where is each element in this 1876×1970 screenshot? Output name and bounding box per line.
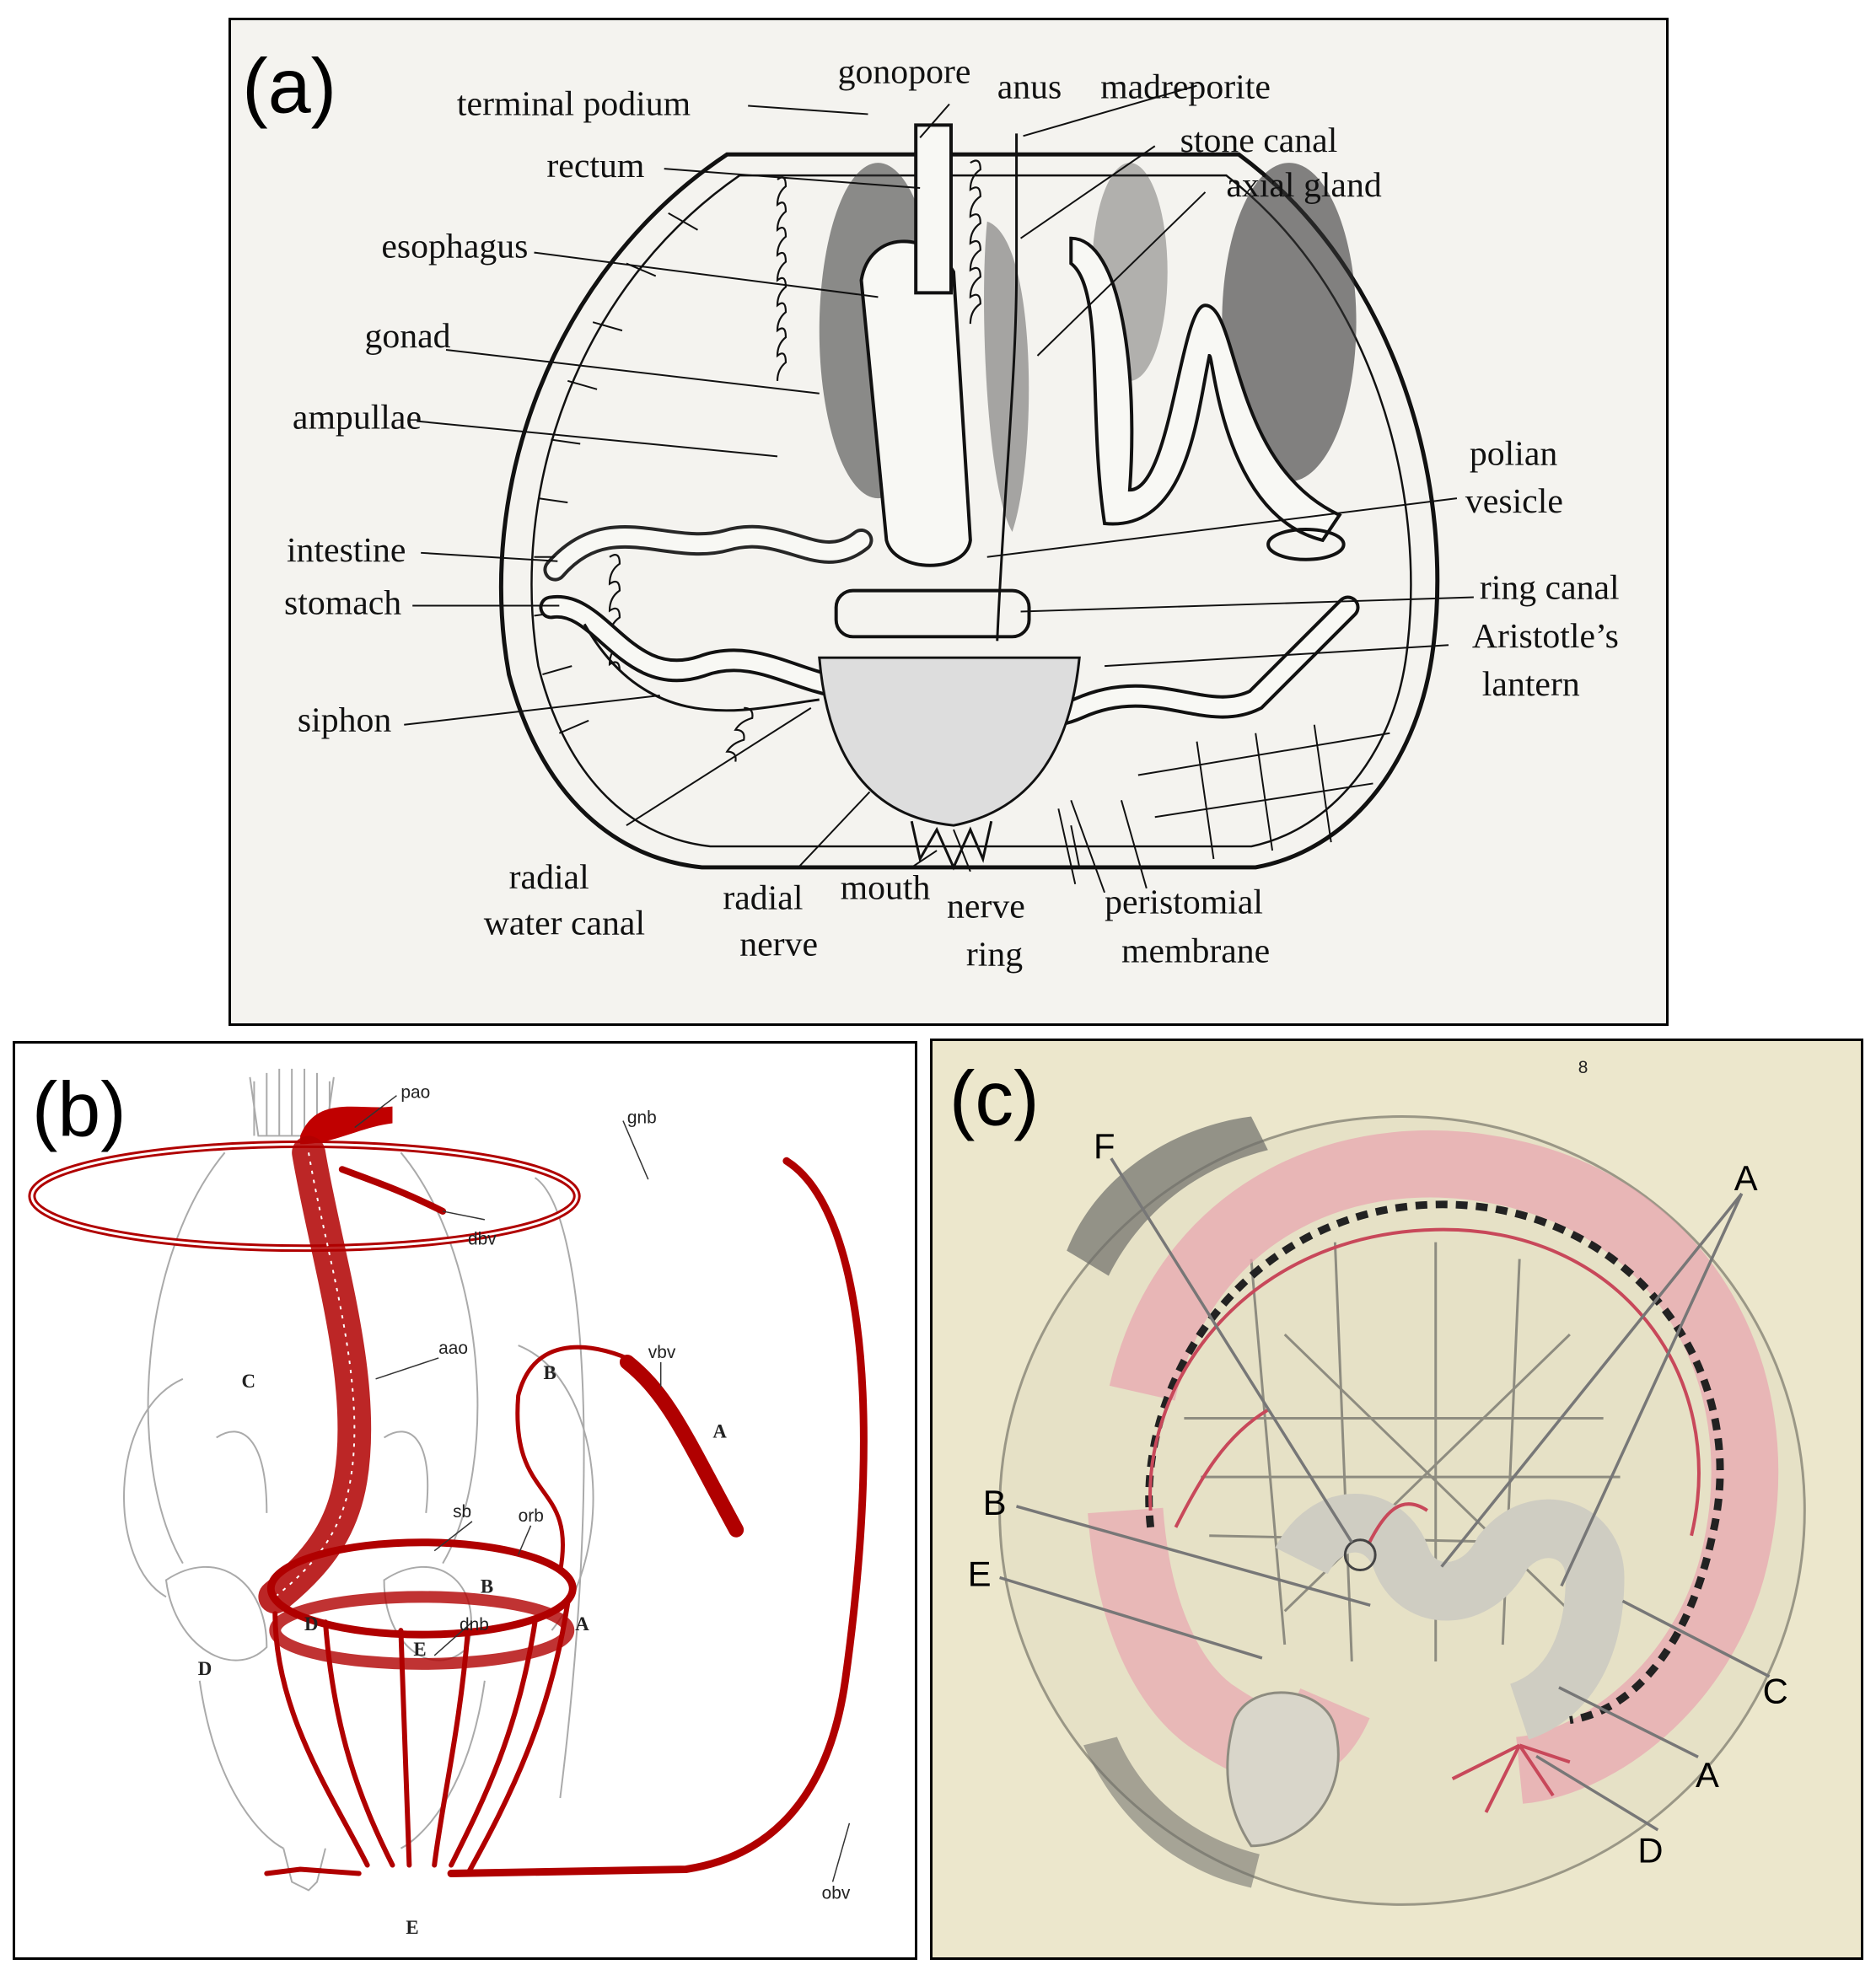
- panel-b-drawing: (b) pao gnb dbv aao vbv C B A sb orb B d: [28, 1066, 868, 1938]
- panel-c-historical-plate: (c) 8 F A B E C A D: [930, 1039, 1863, 1960]
- label-nerve-ring-1: nerve: [947, 888, 1025, 926]
- label-sb: sb: [453, 1502, 471, 1522]
- label-peristomial-2: membrane: [1121, 931, 1270, 970]
- panel-b-label: (b): [32, 1066, 126, 1152]
- plate-F-circle: [1343, 1538, 1377, 1572]
- plate-number: 8: [1578, 1058, 1588, 1077]
- plate-gut-band: [1109, 1130, 1779, 1804]
- plate-intestine: [1275, 1494, 1625, 1740]
- rectum-drawing: [914, 123, 953, 295]
- label-esophagus: esophagus: [381, 228, 528, 266]
- label-radial-nerve-2: nerve: [739, 925, 818, 964]
- dbv-vessel: [338, 1166, 447, 1215]
- panel-b-labels: pao gnb dbv aao vbv C B A sb orb B dnb D…: [198, 1083, 851, 1938]
- panel-c-leader-lines: [999, 1157, 1771, 1832]
- plate-dark-shell: [1067, 1116, 1268, 1276]
- label-madreporite: madreporite: [1100, 68, 1271, 107]
- label-aao: aao: [438, 1339, 468, 1358]
- lantern-drawing: [818, 656, 1081, 827]
- label-radial-water-2: water canal: [484, 904, 645, 943]
- plate-vessels: [1148, 1227, 1701, 1813]
- label-D-outer: D: [198, 1658, 212, 1679]
- label-E-bottom: E: [406, 1917, 418, 1938]
- intestine-loop-drawing: [1069, 236, 1342, 543]
- label-axial-gland: axial gland: [1226, 166, 1382, 205]
- label-gnb: gnb: [627, 1108, 657, 1128]
- label-stomach: stomach: [284, 583, 401, 622]
- label-anus: anus: [997, 68, 1062, 107]
- polian-vesicle-drawing: [1266, 527, 1346, 561]
- siphon-drawing: [583, 623, 820, 712]
- label-dbv: dbv: [468, 1230, 497, 1249]
- vbv-network: [619, 1354, 744, 1538]
- label-orb: orb: [519, 1506, 544, 1526]
- label-radial-nerve-1: radial: [723, 879, 803, 918]
- label-mouth: mouth: [841, 869, 931, 908]
- label-nerve-ring-2: ring: [966, 935, 1023, 974]
- vbv-loop: [515, 1345, 638, 1575]
- label-D: D: [1637, 1831, 1663, 1871]
- panel-b-vascular-schematic: (b) pao gnb dbv aao vbv C B A sb orb B d: [13, 1041, 917, 1960]
- plate-siphon: [1145, 1200, 1724, 1724]
- test-outline: [498, 152, 1440, 870]
- esophagus-drawing: [859, 239, 972, 567]
- label-A-top: A: [1734, 1158, 1758, 1198]
- label-A-bottom: A: [1696, 1755, 1719, 1795]
- label-B-upper: B: [543, 1362, 556, 1383]
- panel-c-labels: F A B E C A D: [968, 1126, 1788, 1870]
- radial-branches: [264, 1594, 572, 1876]
- label-gonopore: gonopore: [838, 53, 971, 92]
- aao-network: [258, 1135, 372, 1614]
- label-polian-2: vesicle: [1465, 482, 1563, 521]
- label-B: B: [983, 1483, 1007, 1522]
- label-polian-1: polian: [1470, 434, 1558, 473]
- label-B-lower: B: [481, 1575, 493, 1597]
- mouth-drawing: [910, 820, 993, 871]
- orb-ring: [266, 1538, 577, 1639]
- label-pao: pao: [400, 1083, 430, 1103]
- label-gonad: gonad: [364, 317, 450, 356]
- label-radial-water-1: radial: [509, 858, 589, 897]
- plate-dark-shell-lower: [1083, 1736, 1260, 1888]
- panel-a-label: (a): [242, 43, 336, 129]
- test-inner-outline: [530, 174, 1412, 848]
- obv-vessel: [447, 1157, 868, 1877]
- label-C: C: [241, 1371, 255, 1392]
- label-stone-canal: stone canal: [1180, 121, 1338, 160]
- label-C: C: [1763, 1672, 1788, 1711]
- axial-gland-drawing: [984, 221, 1029, 532]
- label-F: F: [1094, 1126, 1115, 1166]
- label-aristotle-2: lantern: [1482, 665, 1580, 704]
- panel-c-label: (c): [949, 1055, 1040, 1141]
- label-E: E: [968, 1554, 992, 1593]
- label-E-inner: E: [413, 1639, 426, 1660]
- label-D-inner: D: [304, 1613, 319, 1635]
- plate-lower-loop: [1226, 1691, 1340, 1848]
- label-aristotle-1: Aristotle’s: [1472, 617, 1619, 656]
- peristomial-plates: [1137, 724, 1390, 860]
- label-obv: obv: [822, 1883, 851, 1903]
- label-siphon: siphon: [298, 701, 392, 740]
- label-terminal-podium: terminal podium: [457, 84, 691, 123]
- label-A-lower: A: [575, 1613, 589, 1635]
- label-peristomial-1: peristomial: [1105, 883, 1263, 922]
- label-vbv: vbv: [648, 1343, 676, 1362]
- panel-a-labels: terminal podium gonopore anus madreporit…: [284, 53, 1620, 974]
- panel-a-urchin-anatomy: (a) te: [228, 18, 1669, 1026]
- stone-canal-drawing: [996, 133, 1019, 641]
- label-ampullae: ampullae: [293, 399, 422, 437]
- panel-a-drawing: (a) te: [242, 43, 1620, 974]
- label-intestine: intestine: [287, 531, 406, 570]
- panel-a-leader-lines: [404, 84, 1474, 894]
- label-rectum: rectum: [546, 147, 644, 185]
- label-A-upper: A: [712, 1420, 727, 1441]
- panel-b-leader-lines: [354, 1095, 851, 1882]
- intestine-tube-fill: [546, 528, 870, 578]
- ring-canal-drawing: [834, 588, 1031, 639]
- label-dnb: dnb: [460, 1615, 489, 1635]
- label-ring-canal: ring canal: [1480, 569, 1620, 608]
- panel-c-drawing: (c) 8 F A B E C A D: [949, 1055, 1806, 1906]
